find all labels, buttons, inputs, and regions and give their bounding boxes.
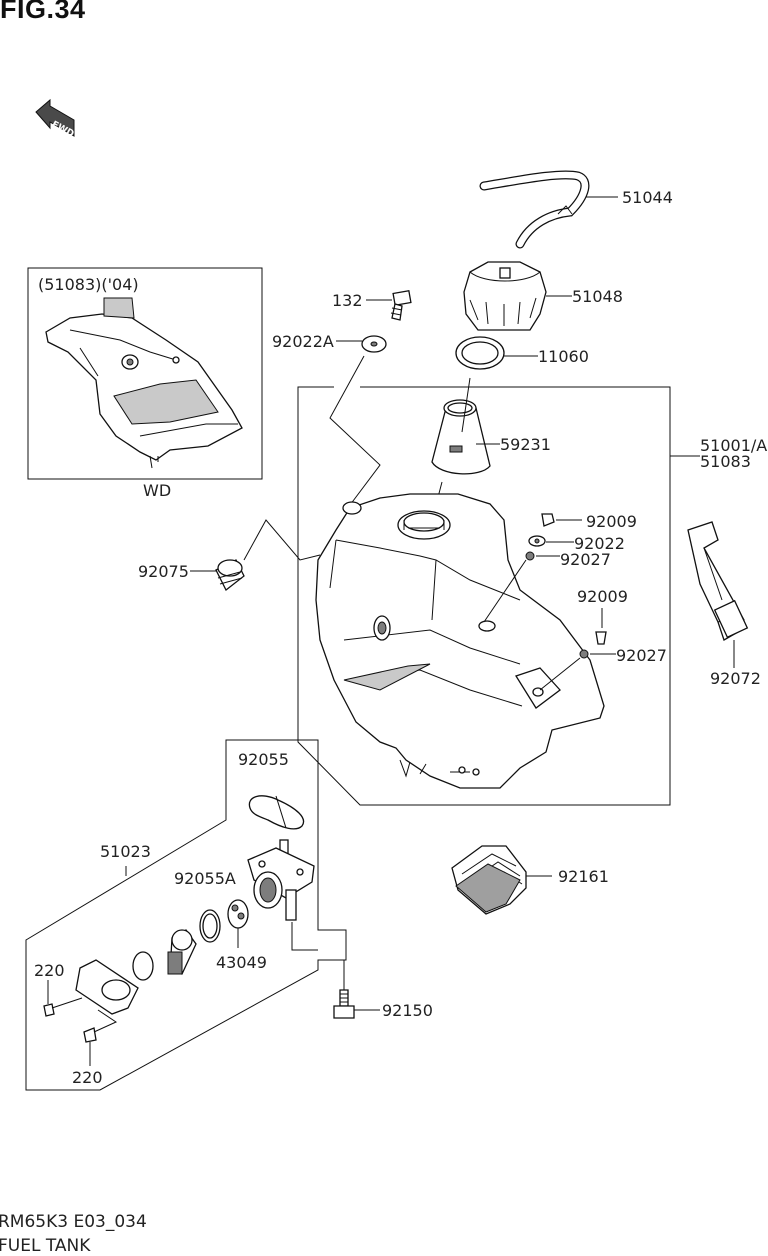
label-92150: 92150 (382, 1001, 433, 1020)
damper-92027-upper (483, 551, 560, 623)
fwd-arrow-icon: FWD (35, 98, 75, 140)
washer-92022 (528, 535, 574, 547)
screw-220-lower (83, 1009, 118, 1066)
cover-92161 (451, 845, 552, 915)
bolt-92009-upper (541, 513, 582, 527)
label-92027-lower: 92027 (616, 646, 667, 665)
tank-assembly-outline (297, 386, 671, 806)
leader-92022A (329, 355, 381, 506)
bolt-92009-lower (595, 608, 607, 645)
label-92075: 92075 (138, 562, 189, 581)
label-92009-upper: 92009 (586, 512, 637, 531)
cock-plate (75, 959, 139, 1015)
label-51044: 51044 (622, 188, 673, 207)
inset-tank-cover-drawing (45, 297, 243, 469)
fuel-cock-body-51023 (247, 839, 318, 951)
diagram-name: FUEL TANK (0, 1236, 91, 1256)
bolt-132 (366, 289, 412, 321)
figure-title: FIG.34 (0, 0, 86, 24)
inset-51083-box: (51083)('04) WD (27, 267, 263, 500)
valve-disc (167, 929, 197, 975)
o-ring-92055A (199, 909, 221, 943)
gasket-11060 (455, 336, 538, 370)
inset-header: (51083)('04) (38, 275, 139, 294)
o-ring-small (132, 951, 154, 981)
lever-43049 (227, 899, 249, 948)
strap-92072 (687, 521, 749, 668)
label-92055: 92055 (238, 750, 289, 769)
grommet-92075 (190, 519, 321, 591)
label-92055A: 92055A (174, 869, 236, 888)
filter-59231 (431, 399, 500, 475)
label-220-upper: 220 (34, 961, 65, 980)
washer-92022A (336, 335, 387, 353)
label-51083: 51083 (700, 452, 751, 471)
diagram-code: RM65K3 E03_034 (0, 1212, 147, 1232)
label-59231: 59231 (500, 435, 551, 454)
breather-hose-51044 (479, 170, 618, 249)
gasket-92055 (248, 795, 305, 830)
label-43049: 43049 (216, 953, 267, 972)
fuel-tank-body (315, 493, 605, 789)
label-92072: 92072 (710, 669, 761, 688)
label-92161: 92161 (558, 867, 609, 886)
label-92009-lower: 92009 (577, 587, 628, 606)
label-11060: 11060 (538, 347, 589, 366)
screw-220-upper (43, 980, 83, 1017)
bolt-92150 (333, 960, 380, 1019)
label-51001A: 51001/A (700, 436, 767, 455)
label-220-lower: 220 (72, 1068, 103, 1087)
label-92022A: 92022A (272, 332, 334, 351)
inset-caption: WD (143, 481, 171, 500)
label-92027-upper: 92027 (560, 550, 611, 569)
damper-92027-lower (539, 649, 616, 691)
label-51048: 51048 (572, 287, 623, 306)
label-132: 132 (332, 291, 363, 310)
fuel-cock-assembly-outline (25, 739, 347, 1091)
label-92022: 92022 (574, 534, 625, 553)
fuel-cap-51048 (463, 261, 572, 331)
label-51023: 51023 (100, 842, 151, 861)
